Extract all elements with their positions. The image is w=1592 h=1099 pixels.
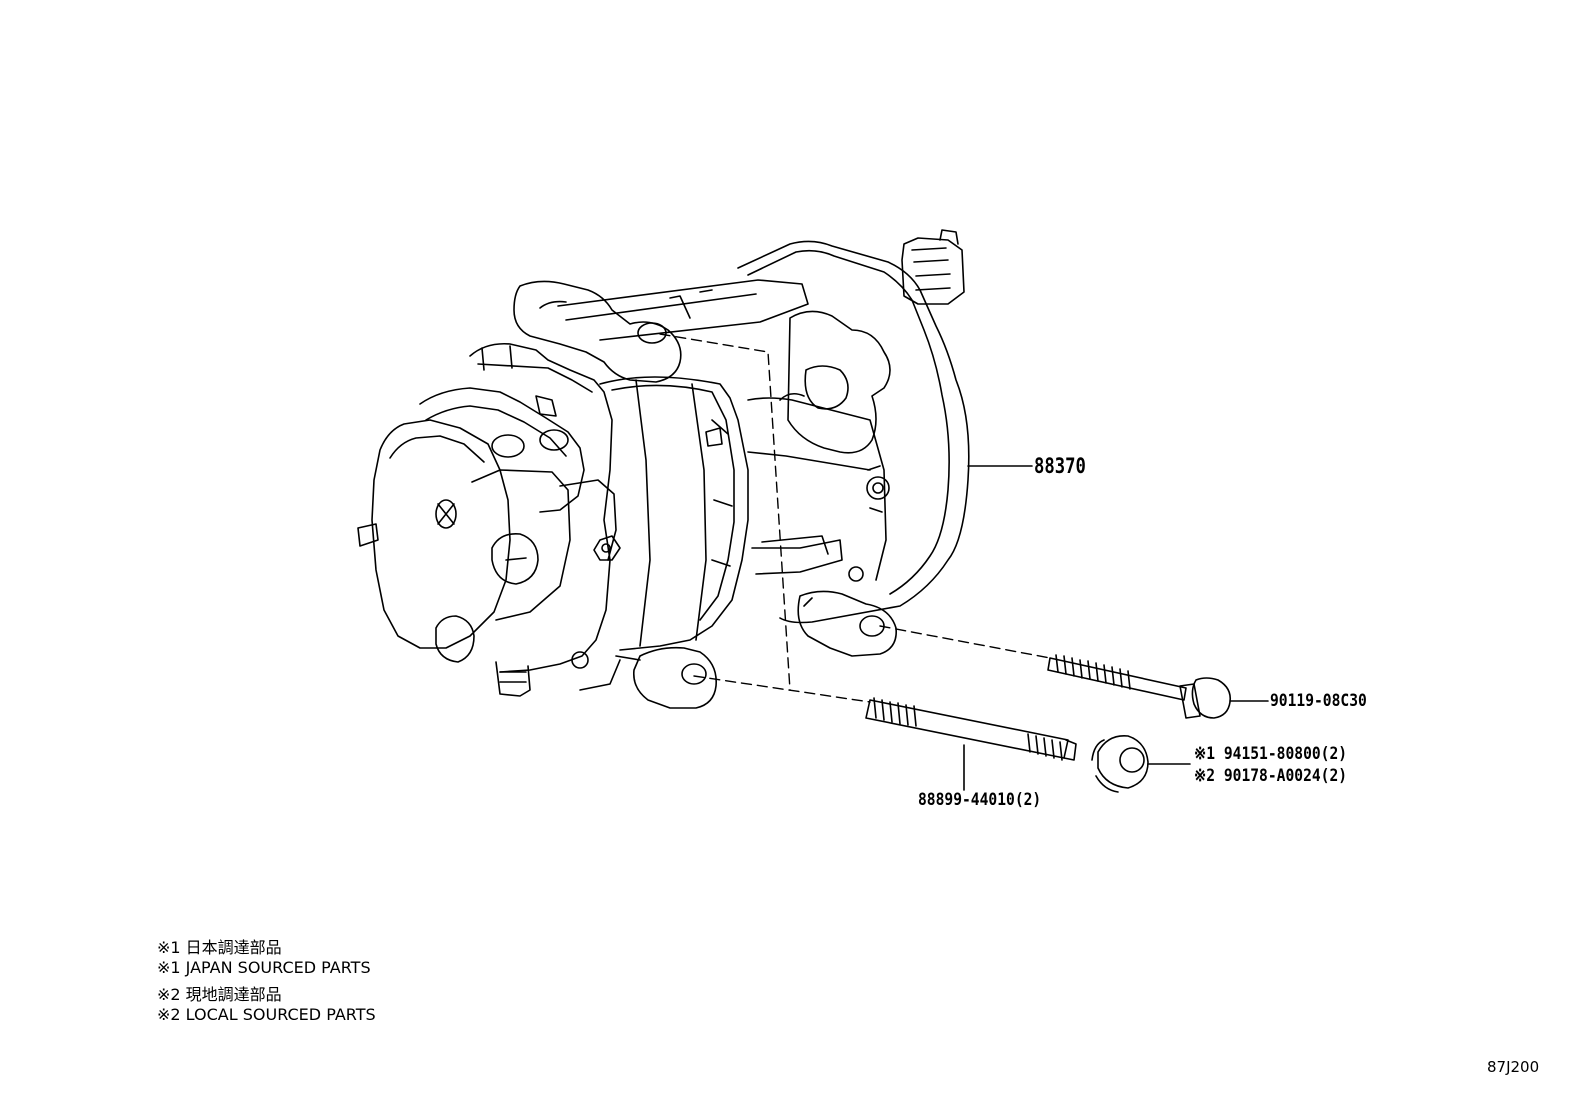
callout-compressor-assembly[interactable]: 88370 <box>1034 454 1086 478</box>
note-local-sourced-en: ※2 LOCAL SOURCED PARTS <box>157 1005 376 1024</box>
callout-stud-bolt[interactable]: 88899-44010(2) <box>918 790 1042 810</box>
diagram-id: 87J200 <box>1487 1058 1540 1076</box>
flange-bolt-icon <box>1047 654 1232 719</box>
note-japan-sourced-en: ※1 JAPAN SOURCED PARTS <box>157 958 371 977</box>
note-local-sourced-jp: ※2 現地調達部品 <box>157 985 282 1004</box>
flange-nut-icon <box>1091 735 1149 793</box>
stud-bolt-icon <box>865 697 1077 761</box>
compressor-assembly-icon <box>357 229 970 709</box>
callout-nut-local-sourced[interactable]: ※2 90178-A0024(2) <box>1194 766 1348 786</box>
callout-nut-japan-sourced[interactable]: ※1 94151-80800(2) <box>1194 744 1348 764</box>
note-japan-sourced-jp: ※1 日本調達部品 <box>157 938 282 957</box>
assembly-guide-lines <box>659 333 1051 703</box>
leader-lines <box>963 465 1269 791</box>
callout-flange-bolt[interactable]: 90119-08C30 <box>1270 691 1367 711</box>
